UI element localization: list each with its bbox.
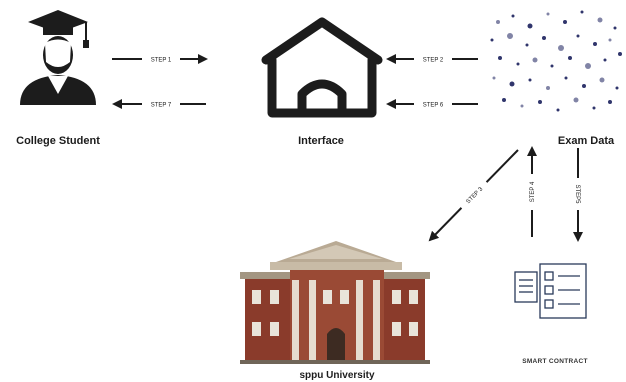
- smart-contract-icon: [514, 263, 587, 319]
- exam-data-label: Exam Data: [557, 135, 615, 147]
- data-dot: [556, 108, 560, 112]
- data-dot: [618, 52, 622, 56]
- interface-label: Interface: [298, 135, 344, 147]
- data-dot: [538, 100, 542, 104]
- step-1-label: STEP 1: [151, 58, 172, 64]
- data-dot: [498, 56, 502, 60]
- step-4-label: STEP 4: [530, 181, 536, 202]
- arrow-step-5: STEP5: [573, 148, 583, 242]
- data-dot: [615, 86, 619, 90]
- smart-contract-label: SMART CONTRACT: [522, 358, 588, 365]
- data-dot: [490, 38, 494, 42]
- step-2-label: STEP 2: [423, 58, 444, 64]
- arrow-step-1: STEP 1: [112, 54, 208, 64]
- data-dot: [507, 33, 513, 39]
- data-dot: [496, 20, 500, 24]
- data-dot: [563, 20, 567, 24]
- data-dot: [576, 34, 580, 38]
- data-dot: [613, 26, 617, 30]
- data-dot: [592, 106, 596, 110]
- step-6-label: STEP 6: [423, 103, 444, 109]
- university-building-icon: [240, 241, 430, 364]
- arrow-step-7: STEP 7: [112, 99, 206, 109]
- data-dot: [580, 10, 584, 14]
- step-5-label: STEP5: [574, 184, 580, 204]
- data-dot: [608, 100, 612, 104]
- arrow-step-6: STEP 6: [386, 99, 478, 109]
- data-dot: [564, 76, 568, 80]
- step-7-label: STEP 7: [151, 103, 172, 109]
- arrow-step-3: STEP 3: [428, 149, 519, 242]
- data-dots-icon: [490, 10, 622, 112]
- arrow-step-4: STEP 4: [527, 146, 537, 237]
- data-dot: [608, 38, 612, 42]
- data-dot: [542, 36, 546, 40]
- data-dot: [597, 17, 603, 23]
- data-dot: [492, 76, 496, 80]
- data-dot: [546, 12, 550, 16]
- data-dot: [558, 45, 564, 51]
- university-label: sppu University: [299, 370, 375, 381]
- data-dot: [546, 86, 550, 90]
- data-dot: [599, 77, 605, 83]
- data-dot: [582, 84, 586, 88]
- data-dot: [550, 64, 554, 68]
- data-dot: [511, 14, 515, 18]
- data-dot: [603, 58, 607, 62]
- data-dot: [593, 42, 597, 46]
- data-dot: [520, 104, 524, 108]
- data-dot: [528, 78, 532, 82]
- data-dot: [525, 43, 529, 47]
- house-icon: [261, 17, 383, 118]
- college-student-label: College Student: [16, 135, 100, 147]
- data-dot: [527, 23, 533, 29]
- data-dot: [573, 97, 579, 103]
- data-dot: [516, 62, 520, 66]
- data-dot: [509, 81, 515, 87]
- data-dot: [585, 63, 591, 69]
- data-dot: [532, 57, 538, 63]
- data-dot: [568, 56, 572, 60]
- data-dot: [502, 98, 506, 102]
- arrow-step-2: STEP 2: [386, 54, 478, 64]
- graduate-student-icon: [20, 10, 96, 105]
